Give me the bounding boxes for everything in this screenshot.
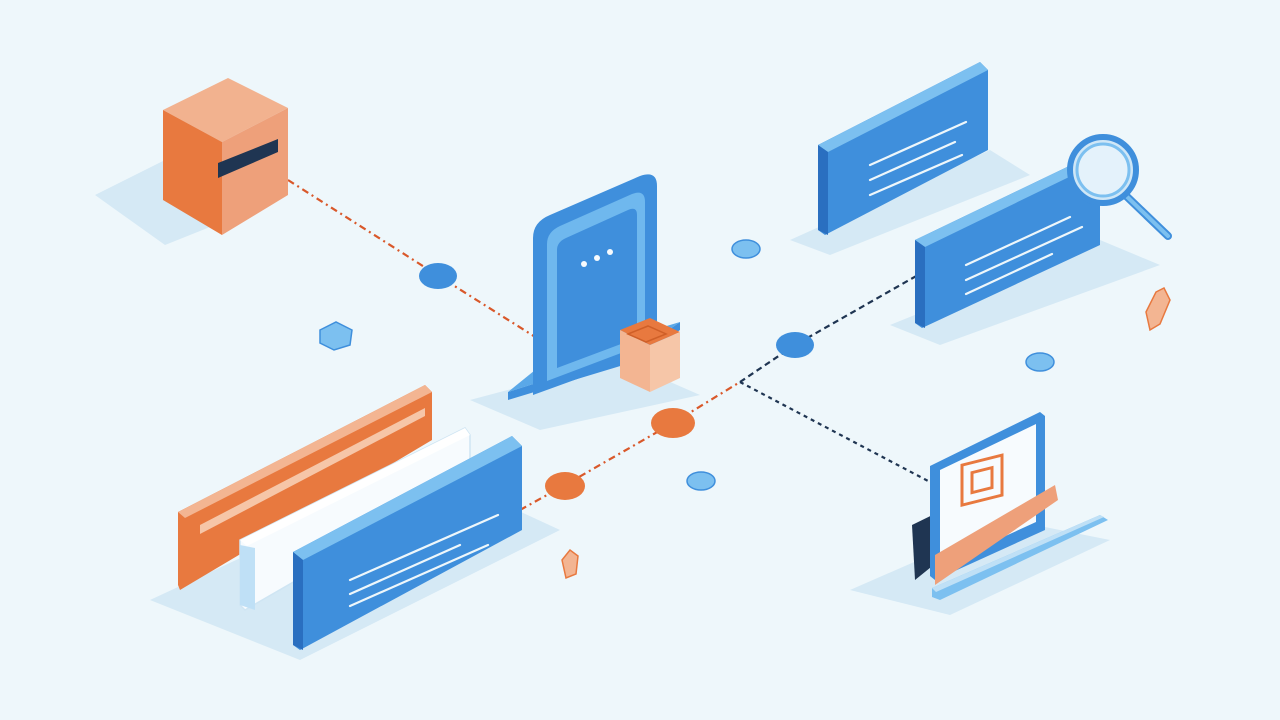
- mailbox-slot: [218, 139, 278, 178]
- connector-hub-to-laptop: [739, 381, 931, 483]
- badge-icon: [960, 453, 1004, 508]
- magnifying-glass-icon: [1067, 134, 1172, 240]
- connector-hub-to-card: [739, 274, 919, 383]
- laptop-with-badge-icon: [912, 412, 1108, 600]
- orange-mailbox-icon: [163, 78, 288, 235]
- floating-particles: [319, 239, 1171, 580]
- blue-document-card-icon: [293, 436, 522, 650]
- peach-package-icon: [620, 318, 680, 392]
- connector-node-icon: [419, 263, 814, 500]
- blue-document-card-icon: [818, 62, 988, 235]
- gate-indicator-dots: [581, 249, 613, 267]
- connector-mailbox-to-gate: [287, 179, 541, 341]
- connector-gate-to-lower-node: [519, 381, 741, 511]
- blue-document-card-icon: [915, 155, 1100, 328]
